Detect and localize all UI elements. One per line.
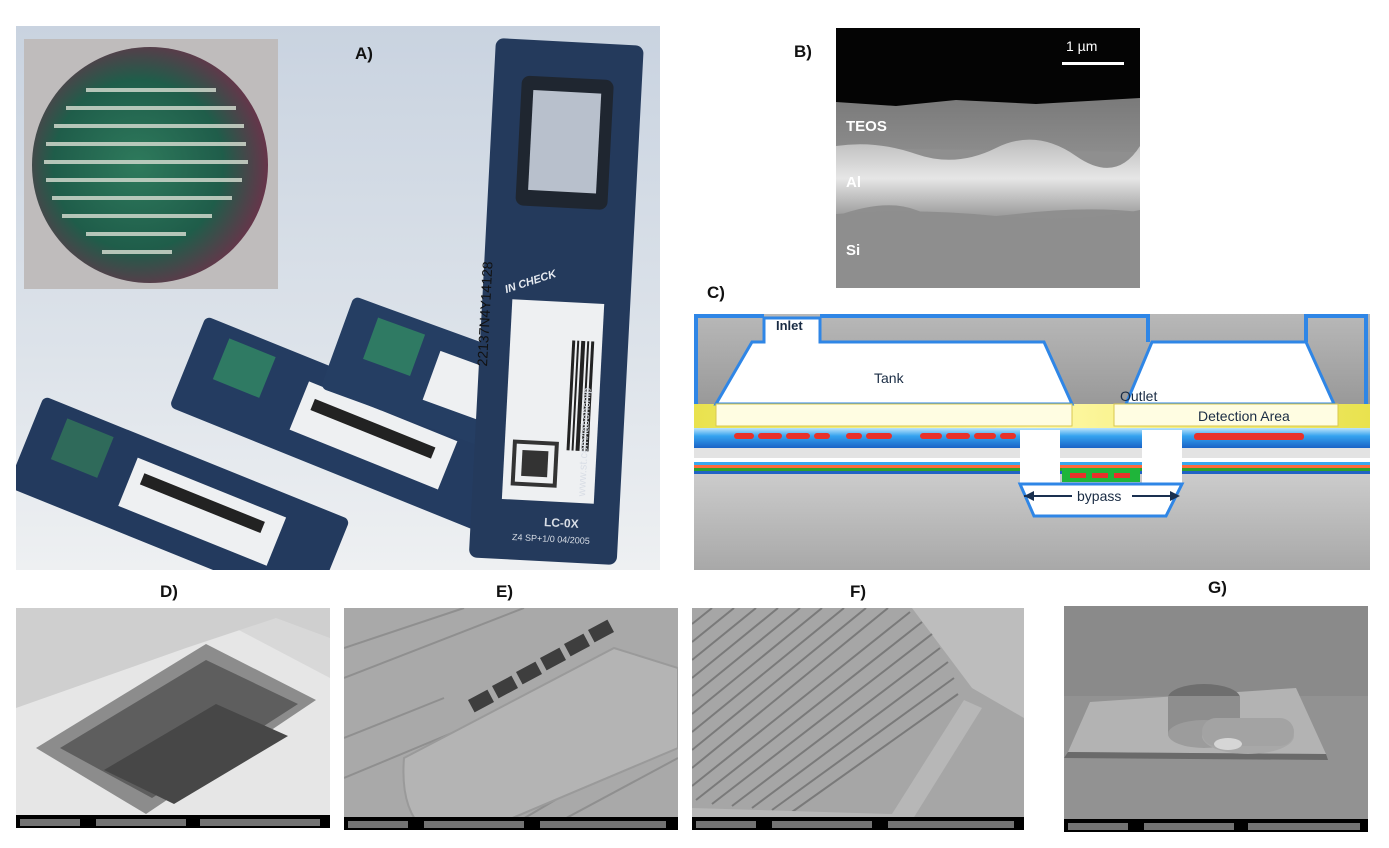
sem-databar-d	[16, 815, 330, 828]
panel-e-label: E)	[496, 582, 513, 601]
chip-model-text: LC-0X	[543, 515, 580, 531]
chip-board-front	[469, 38, 644, 565]
detection-area-label: Detection Area	[1198, 408, 1290, 424]
tank-label: Tank	[874, 370, 904, 386]
outlet-label: Outlet	[1120, 388, 1158, 404]
panel-c-schematic: Inlet Tank Outlet Detection Area bypass	[694, 312, 1370, 570]
scale-bar-label: 1 µm	[1066, 38, 1098, 54]
layer-label-si: Si	[846, 242, 861, 259]
sem-image-g	[1064, 606, 1368, 832]
panel-f-sem	[692, 608, 1024, 830]
microfluidic-schematic	[694, 314, 1370, 570]
via-left	[1020, 430, 1060, 484]
panel-d-label: D)	[160, 582, 178, 601]
bypass-channel	[1017, 482, 1185, 518]
panel-b-sem-cross-section: 1 µm TEOS Al Si	[836, 28, 1140, 288]
scale-bar	[1062, 62, 1124, 65]
bypass-label: bypass	[1077, 488, 1122, 504]
via-right	[1142, 430, 1182, 484]
panel-b-label: B)	[794, 42, 812, 61]
sem-databar-g	[1064, 819, 1368, 832]
panel-c-label: C)	[707, 283, 725, 302]
panel-a-photo: IN CHECK 22137N4Y14128 www.st.com/labonc…	[16, 26, 660, 570]
layer-label-teos: TEOS	[846, 118, 887, 135]
sem-image-e	[344, 608, 678, 830]
sem-databar-e	[344, 817, 678, 830]
sem-image-f	[692, 608, 1024, 830]
chip-board-back-left	[16, 397, 349, 570]
chip-photo-illustration	[16, 26, 660, 570]
layer-label-al: Al	[846, 174, 861, 191]
panel-a-label: A)	[355, 44, 373, 63]
panel-e-sem	[344, 608, 678, 830]
panel-d-sem	[16, 608, 330, 828]
sem-databar-f	[692, 817, 1024, 830]
sem-layer-image	[836, 28, 1140, 288]
inlet-label: Inlet	[776, 318, 803, 333]
panel-g-label: G)	[1208, 578, 1227, 597]
chip-board-back-middle	[171, 317, 511, 529]
heater-electrodes	[734, 433, 1304, 440]
sem-image-d	[16, 608, 330, 828]
panel-f-label: F)	[850, 582, 867, 601]
panel-g-sem	[1064, 606, 1368, 832]
